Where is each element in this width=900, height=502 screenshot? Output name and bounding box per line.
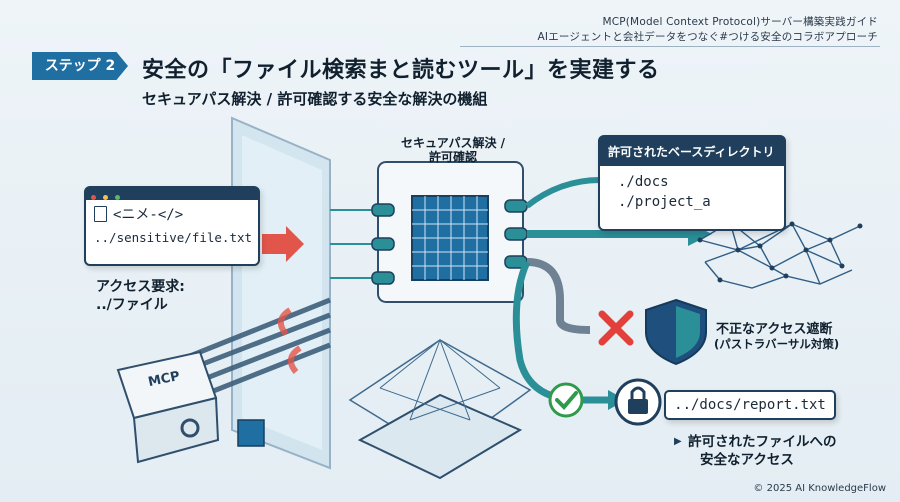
window-dot-icon (103, 195, 109, 200)
processor-label: セキュアパス解決 / 許可確認 (388, 136, 518, 164)
blocked-note: (パストラバーサル対策) (714, 337, 840, 351)
blocked-label: 不正なアクセス遮断 (716, 322, 833, 337)
page-subtitle: セキュアパス解決 / 許可確認する安全な解決の機組 (142, 90, 488, 108)
processor-label-line1: セキュアパス解決 / (400, 136, 506, 150)
request-card-titlebar (86, 188, 258, 200)
file-icon (94, 206, 107, 222)
request-code: <ニメ-</> (113, 207, 184, 223)
allowed-file-path: ../docs/report.txt (674, 397, 826, 413)
request-card: <ニメ-</> ../sensitive/file.txt (84, 186, 260, 266)
access-request-path: ../ファイル (96, 297, 168, 313)
allowed-dir-item: ./project_a (618, 194, 711, 210)
window-dot-icon (91, 195, 96, 200)
processor-label-line2: 許可確認 (428, 150, 477, 164)
window-dot-icon (115, 195, 121, 200)
allowed-dir-item: ./docs (618, 174, 669, 190)
allowed-file-desc2: 安全なアクセス (700, 452, 794, 468)
access-request-label: アクセス要求: (96, 279, 185, 295)
request-path: ../sensitive/file.txt (94, 230, 253, 245)
allowed-file-desc: 許可されたファイルへの (688, 434, 837, 450)
header-guide-title: MCP(Model Context Protocol)サーバー構築実践ガイド (602, 16, 878, 28)
step-badge: ステップ 2 (32, 52, 128, 80)
allowed-file-card: ../docs/report.txt (664, 390, 836, 420)
copyright: © 2025 AI KnowledgeFlow (753, 483, 886, 494)
header-guide-subtitle: AIエージェントと会社データをつなぐ#つける安全のコラボアプローチ (537, 31, 878, 43)
allowed-dirs-title: 許可されたベースディレクトリ (600, 137, 784, 166)
header-divider (460, 46, 880, 47)
triangle-bullet-icon: ▶ (674, 436, 682, 447)
page-title: 安全の「ファイル検索まと読むツール」を実建する (142, 58, 660, 83)
allowed-dirs-card: 許可されたベースディレクトリ ./docs ./project_a (598, 135, 786, 231)
